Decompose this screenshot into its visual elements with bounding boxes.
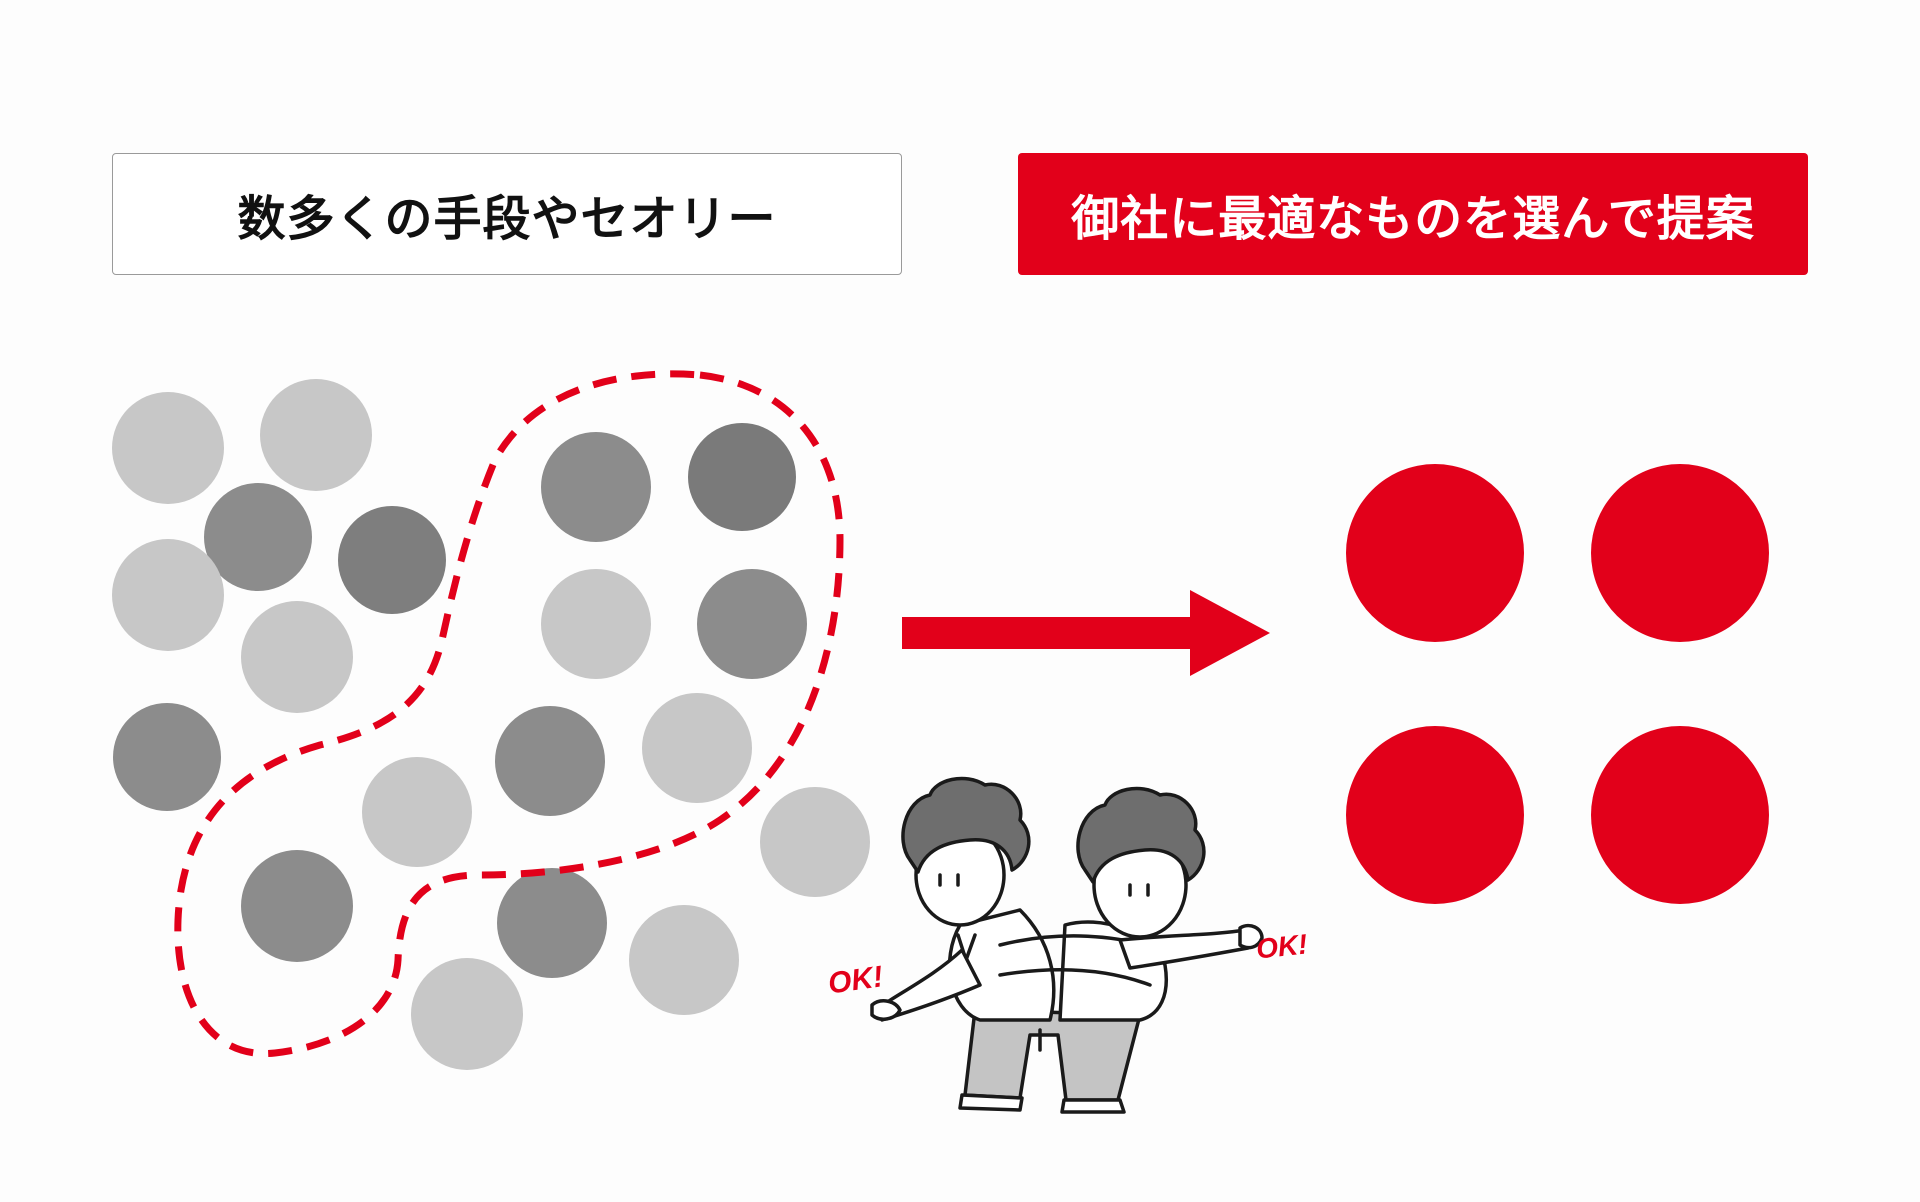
- selected-circle: [1346, 726, 1524, 904]
- option-circle: [204, 483, 312, 591]
- ok-badge-right: OK!: [1255, 928, 1309, 964]
- selected-circle: [1591, 464, 1769, 642]
- option-circle: [697, 569, 807, 679]
- option-circles: [112, 379, 870, 1070]
- option-circle: [411, 958, 523, 1070]
- option-circle: [112, 392, 224, 504]
- option-circle: [241, 850, 353, 962]
- option-circle: [362, 757, 472, 867]
- selected-circle: [1591, 726, 1769, 904]
- twin-characters-illustration: [870, 776, 1264, 1114]
- options-label: 数多くの手段やセオリー: [112, 153, 902, 275]
- option-circle: [338, 506, 446, 614]
- ok-badge-left: OK!: [826, 960, 885, 1000]
- option-circle: [113, 703, 221, 811]
- option-circle: [629, 905, 739, 1015]
- option-circle: [497, 868, 607, 978]
- right-arrow-icon: [902, 590, 1270, 676]
- selected-circle: [1346, 464, 1524, 642]
- option-circle: [260, 379, 372, 491]
- option-circle: [241, 601, 353, 713]
- selection-boundary: [174, 370, 844, 1058]
- proposal-label: 御社に最適なものを選んで提案: [1018, 153, 1808, 275]
- selected-circles: [1346, 464, 1769, 904]
- option-circle: [541, 432, 651, 542]
- option-circle: [688, 423, 796, 531]
- option-circle: [642, 693, 752, 803]
- option-circle: [541, 569, 651, 679]
- option-circle: [112, 539, 224, 651]
- option-circle: [495, 706, 605, 816]
- option-circle: [760, 787, 870, 897]
